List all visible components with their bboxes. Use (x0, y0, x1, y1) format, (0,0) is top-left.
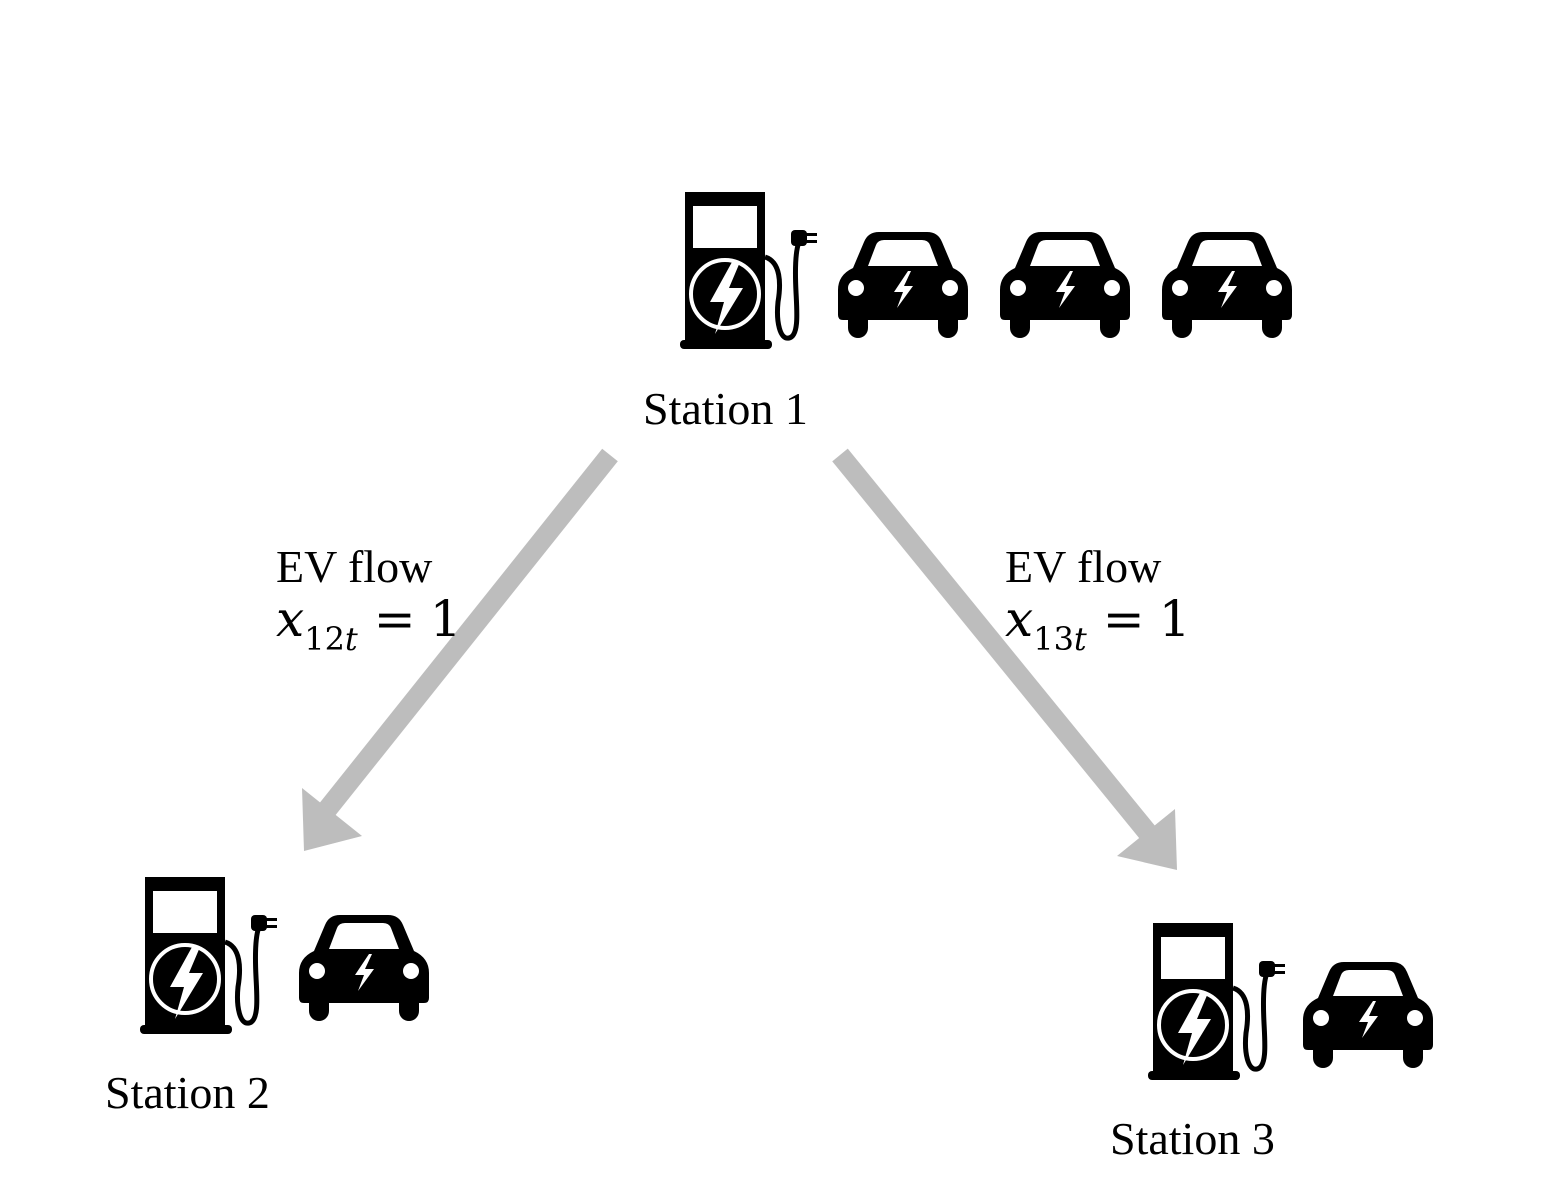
flow-1-2-relation: = (373, 590, 416, 648)
flow-1-3-value: 1 (1158, 590, 1191, 648)
station-2-label: Station 2 (105, 1067, 270, 1118)
flow-arrow-1-2-shaft (318, 448, 618, 818)
flow-arrow-1-3-shaft (832, 448, 1160, 845)
electric-car-icon (1000, 232, 1130, 338)
flow-1-3-equation: x13t =1 (1005, 592, 1191, 666)
flow-arrow-1-3-head (1117, 809, 1177, 870)
flow-1-2-equation: x12t =1 (276, 592, 462, 666)
flow-1-2-subscript-time: t (344, 620, 358, 658)
flow-1-2-value: 1 (429, 590, 462, 648)
electric-car-icon (1303, 962, 1433, 1068)
flow-1-3-relation: = (1102, 590, 1145, 648)
station-3-label: Station 3 (1110, 1113, 1275, 1164)
ev-charger-icon (140, 877, 277, 1034)
flow-arrow-1-2-head (302, 788, 362, 851)
flow-1-2-title: EV flow (276, 541, 433, 592)
ev-charger-icon (680, 192, 817, 349)
flow-1-2-subscript-index: 12 (304, 620, 345, 658)
flow-1-3-subscript: 13t (1033, 620, 1087, 658)
flow-1-3-variable: x (1005, 590, 1034, 648)
electric-car-icon (1162, 232, 1292, 338)
electric-car-icon (838, 232, 968, 338)
ev-charger-icon (1148, 923, 1285, 1080)
flow-1-2-subscript: 12t (304, 620, 358, 658)
flow-1-2-variable: x (276, 590, 305, 648)
station-1-label: Station 1 (643, 383, 808, 434)
flow-1-3-subscript-index: 13 (1033, 620, 1074, 658)
flow-1-3-title: EV flow (1005, 541, 1162, 592)
flow-1-3-subscript-time: t (1073, 620, 1087, 658)
electric-car-icon (299, 915, 429, 1021)
